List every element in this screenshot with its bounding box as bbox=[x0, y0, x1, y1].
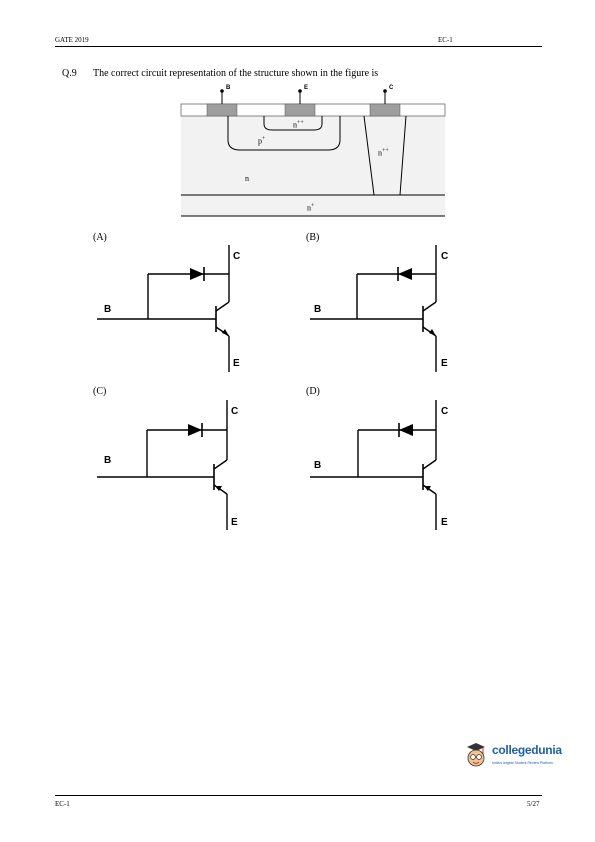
footer-left: EC-1 bbox=[55, 800, 70, 808]
struct-label-e: E bbox=[304, 85, 309, 91]
header-left: GATE 2019 bbox=[55, 36, 89, 44]
question-text: The correct circuit representation of th… bbox=[93, 68, 379, 79]
region-buried: n+ bbox=[307, 203, 315, 213]
option-a-e: E bbox=[233, 358, 240, 369]
option-d-b: B bbox=[314, 460, 322, 471]
page-number: 5/27 bbox=[527, 800, 540, 808]
option-b-label: (B) bbox=[306, 232, 320, 243]
option-c-c: C bbox=[231, 406, 239, 417]
region-collector-sinker: n++ bbox=[378, 148, 389, 158]
header-rule bbox=[55, 46, 542, 47]
option-d-label: (D) bbox=[306, 386, 320, 397]
collegedunia-logo: collegedunia India's largest Student Rev… bbox=[464, 741, 564, 775]
logo-tagline: India's largest Student Review Platform bbox=[492, 761, 553, 765]
option-a-b: B bbox=[104, 304, 112, 315]
mascot-icon bbox=[467, 743, 485, 767]
footer-rule bbox=[55, 795, 542, 796]
region-emitter: n++ bbox=[293, 120, 304, 130]
struct-label-c: C bbox=[389, 85, 394, 91]
region-n: n bbox=[245, 174, 249, 183]
option-a-c: C bbox=[233, 251, 241, 262]
option-c-label: (C) bbox=[93, 386, 107, 397]
option-d-e: E bbox=[441, 517, 448, 528]
option-d-c: C bbox=[441, 406, 449, 417]
option-c-e: E bbox=[231, 517, 238, 528]
option-b-c: C bbox=[441, 251, 449, 262]
header-right: EC-1 bbox=[438, 36, 453, 44]
struct-label-b: B bbox=[226, 85, 231, 91]
option-b-e: E bbox=[441, 358, 448, 369]
logo-name: collegedunia bbox=[492, 743, 562, 757]
option-b-b: B bbox=[314, 304, 322, 315]
region-base: p+ bbox=[258, 136, 266, 146]
option-a-label: (A) bbox=[93, 232, 107, 243]
option-c-b: B bbox=[104, 455, 112, 466]
question-number: Q.9 bbox=[62, 68, 77, 79]
